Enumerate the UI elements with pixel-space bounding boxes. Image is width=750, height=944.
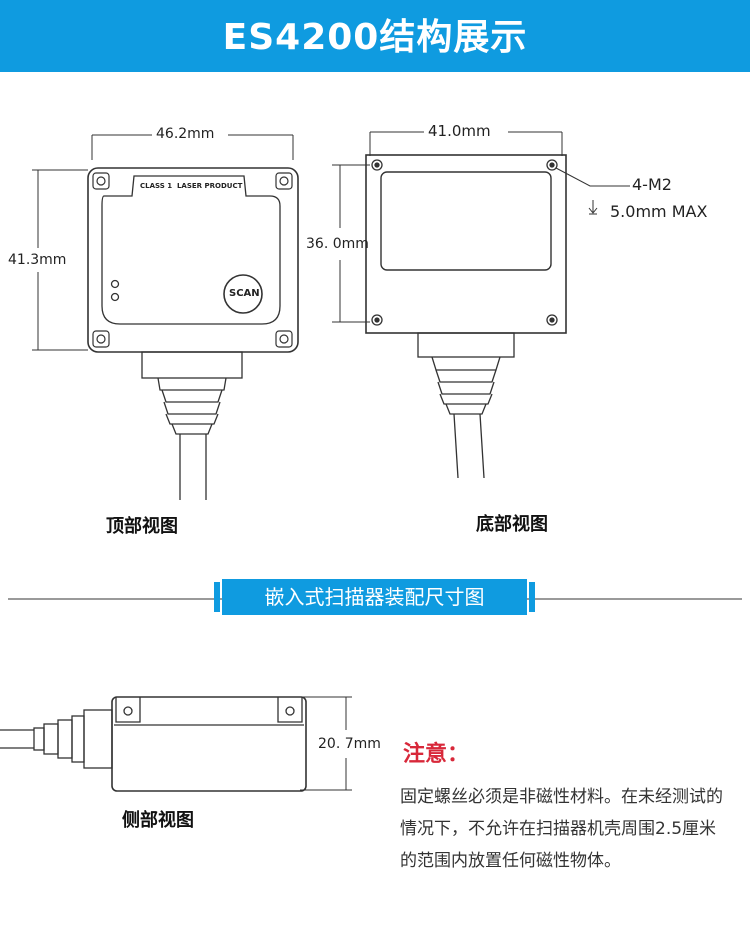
top-height-dim: 41.3mm	[8, 252, 67, 268]
top-width-dim: 46.2mm	[156, 126, 215, 142]
banner-tab-left	[214, 582, 220, 612]
bottom-view-caption: 底部视图	[476, 514, 548, 535]
scan-button-label: SCAN	[229, 288, 260, 299]
note-body: 固定螺丝必须是非磁性材料。在未经测试的情况下，不允许在扫描器机壳周围2.5厘米的…	[400, 787, 723, 871]
top-view-drawing	[32, 134, 299, 500]
note-title: 注意：	[403, 742, 470, 767]
bottom-width-dim: 41.0mm	[428, 122, 491, 140]
banner-rule-right	[527, 598, 742, 600]
depth-label: 5.0mm MAX	[610, 202, 708, 221]
page-title: ES4200结构展示	[222, 17, 528, 58]
laser-badge: CLASS 1 LASER PRODUCT	[140, 182, 243, 190]
bottom-view-drawing	[332, 131, 630, 479]
page-header: ES4200结构展示	[0, 0, 750, 72]
banner-tab-right	[529, 582, 535, 612]
section-banner: 嵌入式扫描器装配尺寸图	[222, 579, 527, 615]
screw-label: 4-M2	[632, 175, 672, 194]
bottom-height-dim: 36. 0mm	[306, 236, 369, 252]
side-view-drawing	[0, 696, 352, 792]
banner-rule-left	[8, 598, 222, 600]
side-view-caption: 侧部视图	[122, 810, 194, 831]
side-height-dim: 20. 7mm	[318, 736, 381, 752]
top-view-caption: 顶部视图	[106, 516, 178, 537]
